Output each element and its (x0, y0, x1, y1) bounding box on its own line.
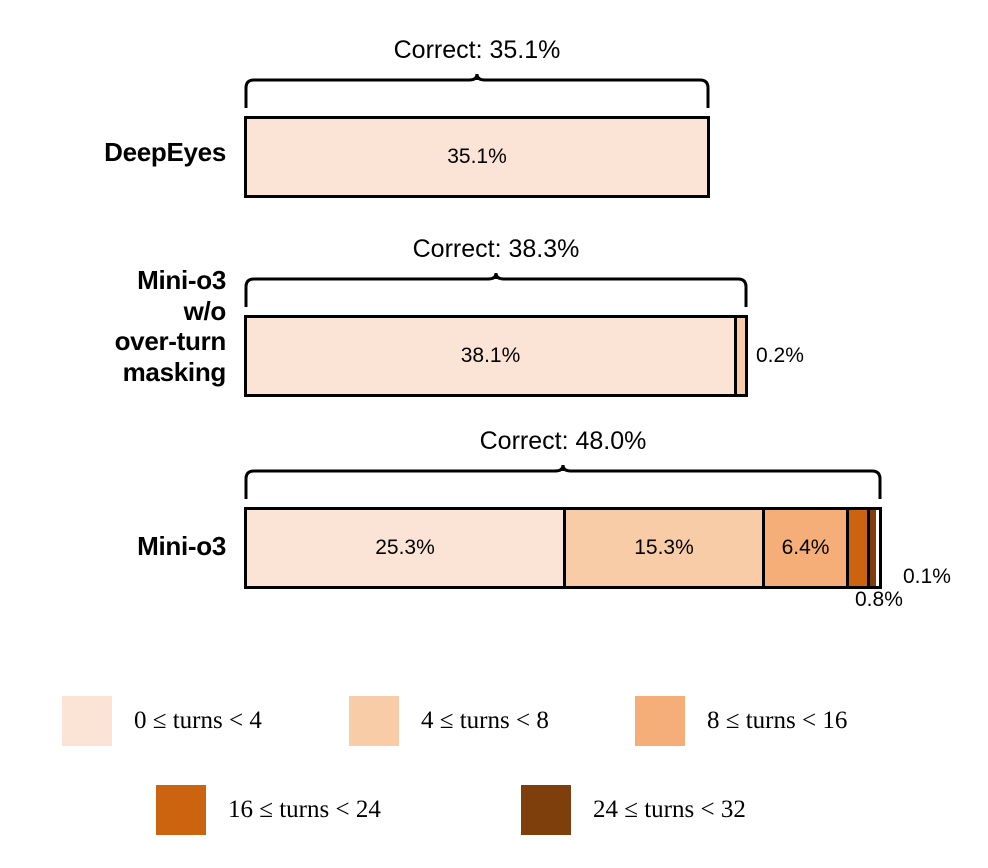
bar-segment-label: 38.1% (460, 344, 521, 367)
category-label-mini-o3: Mini-o3 (137, 531, 226, 561)
bar-segment-label: 25.3% (375, 536, 435, 559)
correct-annotation-deepeyes: Correct: 35.1% (393, 36, 561, 64)
bar-segment-outside-label: 0.2% (756, 344, 804, 367)
legend-label: 24 ≤ turns < 32 (593, 796, 746, 823)
correct-bracket-deepeyes (244, 74, 710, 110)
legend-swatch-icon (521, 785, 571, 835)
bar-segment-label: 6.4% (781, 536, 830, 559)
legend-item-1: 4 ≤ turns < 8 (349, 696, 549, 746)
bar-segment: 6.4% (765, 510, 849, 586)
bar-deepeyes: 35.1% (244, 116, 710, 198)
legend-label: 8 ≤ turns < 16 (707, 707, 848, 734)
legend-swatch-icon (349, 696, 399, 746)
bar-segment-outside-label: 0.8% (855, 588, 903, 611)
category-label-deepeyes: DeepEyes (104, 137, 226, 167)
legend-item-0: 0 ≤ turns < 4 (62, 696, 262, 746)
legend-label: 4 ≤ turns < 8 (421, 707, 549, 734)
correct-annotation-mini-o3-wo-masking: Correct: 38.3% (412, 235, 580, 263)
bar-segment-outside-label: 0.1% (903, 565, 951, 588)
correct-bracket-mini-o3-wo-masking (244, 273, 748, 309)
bar-mini-o3: 25.3% 15.3% 6.4% (244, 507, 882, 589)
correct-bracket-mini-o3 (244, 465, 882, 501)
bar-segment: 35.1% (247, 119, 707, 195)
legend-swatch-icon (156, 785, 206, 835)
legend-item-2: 8 ≤ turns < 16 (635, 696, 847, 746)
bar-segment: 25.3% (247, 510, 566, 586)
bar-segment (737, 318, 745, 394)
legend-swatch-icon (635, 696, 685, 746)
bar-segment (870, 510, 876, 586)
category-label-mini-o3-wo-masking: Mini-o3 w/o over-turn masking (114, 265, 227, 388)
legend-swatch-icon (62, 696, 112, 746)
bar-mini-o3-wo-masking: 38.1% (244, 315, 748, 397)
bar-segment: 15.3% (566, 510, 765, 586)
legend-item-3: 16 ≤ turns < 24 (156, 785, 381, 835)
correct-annotation-mini-o3: Correct: 48.0% (479, 427, 647, 455)
bar-segment (849, 510, 870, 586)
legend-label: 0 ≤ turns < 4 (134, 707, 262, 734)
legend-item-4: 24 ≤ turns < 32 (521, 785, 746, 835)
legend-label: 16 ≤ turns < 24 (228, 796, 381, 823)
bar-segment: 38.1% (247, 318, 737, 394)
bar-segment-label: 15.3% (634, 536, 694, 559)
bar-segment-label: 35.1% (447, 145, 507, 168)
